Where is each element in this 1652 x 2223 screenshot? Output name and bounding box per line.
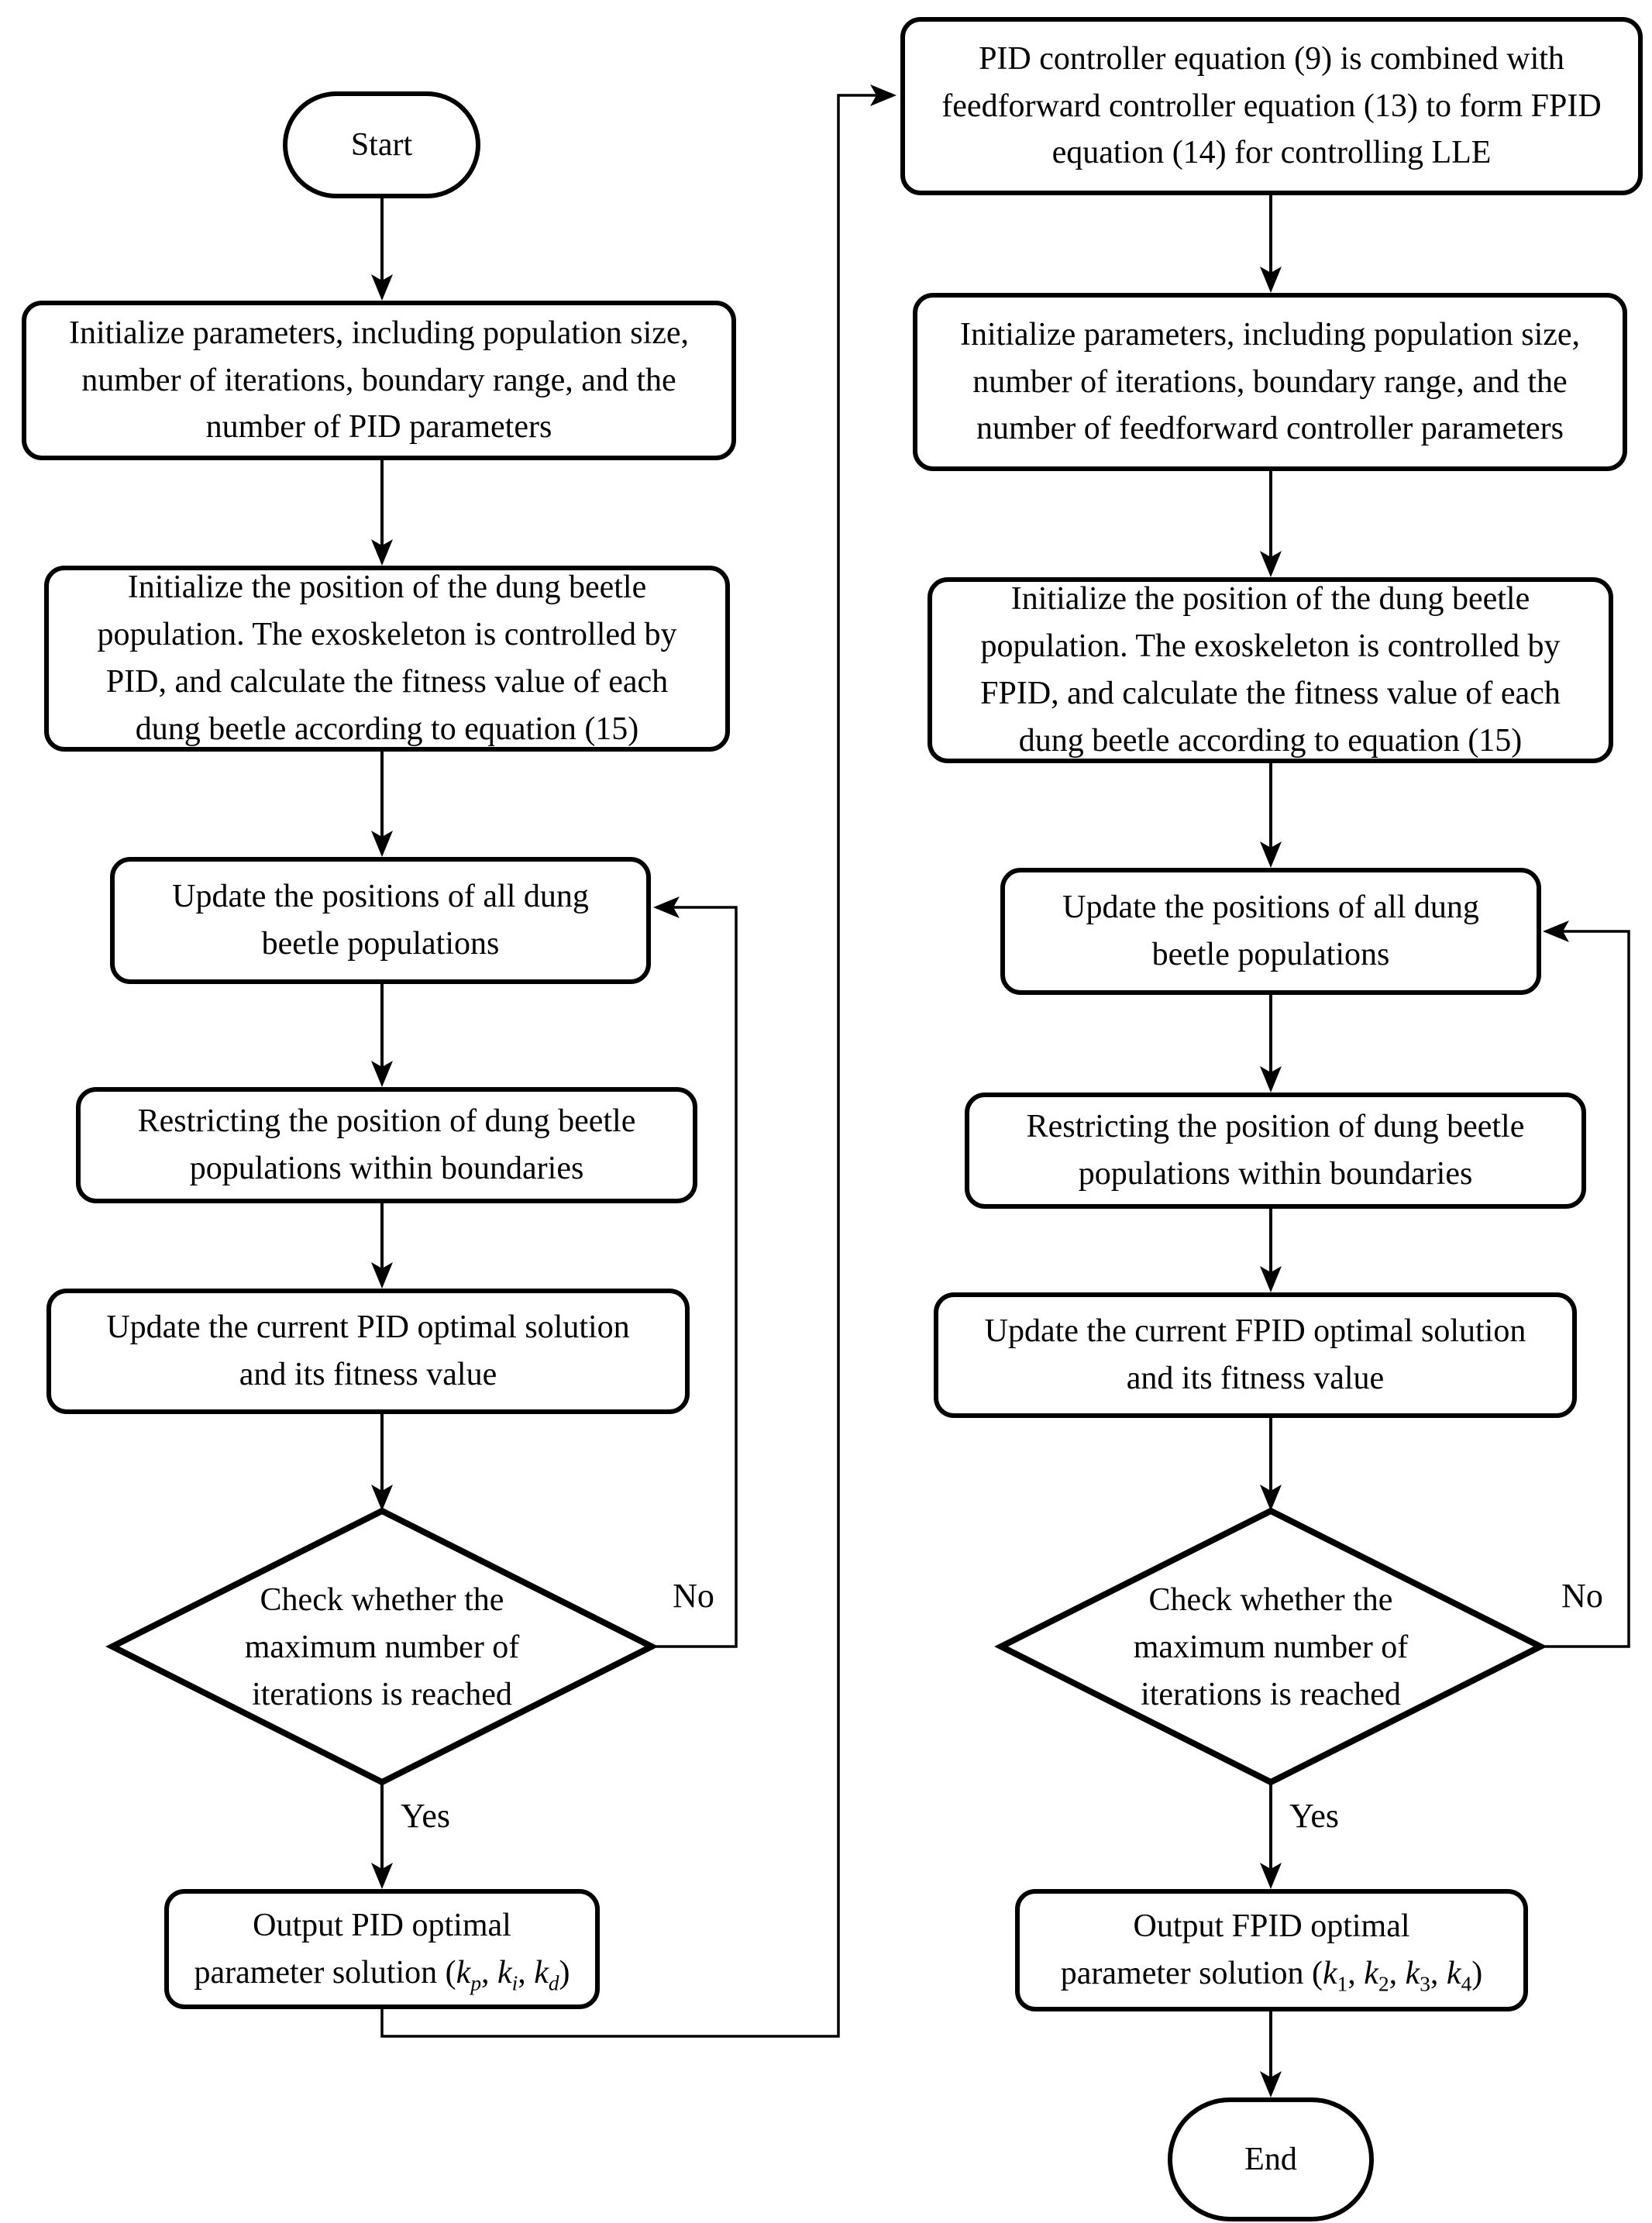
process-restrict-pid: Restricting the position of dung beetle … [76,1087,697,1203]
arrow-init-position-f-to-update-positions-f [1260,763,1282,868]
process-update-positions-fpid-text: Update the positions of all dung beetle … [1062,890,1479,972]
start-terminator: Start [283,91,480,198]
output-pid-sep2: , [518,1954,535,1991]
process-init-params-fpid: Initialize parameters, including populat… [913,293,1627,471]
output-fpid-sub4: 4 [1461,1972,1472,1996]
arrow-output-f-to-end [1260,2011,1282,2097]
process-restrict-fpid: Restricting the position of dung beetle … [965,1093,1586,1209]
arrow-update-positions-f-to-restrict-f [1260,995,1282,1093]
output-pid-line2: parameter solution (kp, ki, kd) [194,1949,570,1997]
label-yes-pid: Yes [401,1797,451,1835]
arrow-update-optimal-f-to-decision-f [1260,1418,1282,1511]
output-fpid-k2: k [1364,1956,1378,1991]
label-yes-fpid: Yes [1289,1797,1340,1835]
process-output-fpid: Output FPID optimal parameter solution (… [1015,1889,1528,2011]
output-pid-sep1: , [480,1954,497,1991]
arrow-decision-f-yes-to-output-f [1260,1782,1282,1889]
loop-no-fpid [1540,921,1630,1648]
output-fpid-sep1: , [1347,1956,1365,1991]
process-update-optimal-fpid-text: Update the current FPID optimal solution… [984,1313,1526,1396]
loop-no-pid [652,896,738,1648]
output-pid-suffix: ) [559,1954,570,1991]
end-label: End [1244,2141,1297,2177]
process-init-position-pid: Initialize the position of the dung beet… [44,566,730,752]
process-update-positions-fpid: Update the positions of all dung beetle … [1000,868,1541,995]
output-fpid-k3: k [1405,1956,1420,1991]
process-update-positions-pid: Update the positions of all dung beetle … [110,857,651,984]
output-fpid-sub3: 3 [1420,1972,1430,1996]
process-update-optimal-pid: Update the current PID optimal solution … [46,1289,690,1414]
output-fpid-sub2: 2 [1378,1972,1389,1996]
process-combine-fpid: PID controller equation (9) is combined … [900,17,1643,195]
output-fpid-sep2: , [1389,1956,1406,1991]
output-pid-prefix: parameter solution ( [194,1954,456,1991]
output-fpid-prefix: parameter solution ( [1060,1956,1323,1991]
output-pid-sub2: i [511,1970,518,1994]
process-restrict-pid-text: Restricting the position of dung beetle … [137,1103,636,1186]
arrow-init-params-to-init-position [371,460,393,566]
output-fpid-suffix: ) [1471,1956,1483,1991]
output-pid-k2: k [497,1954,512,1991]
output-fpid-k4: k [1446,1956,1461,1991]
output-fpid-k1: k [1322,1956,1337,1991]
arrow-decision-yes-to-output [371,1782,393,1889]
process-init-position-pid-text: Initialize the position of the dung beet… [97,570,677,747]
end-terminator: End [1168,2097,1374,2221]
arrow-combine-to-init-params-f [1260,195,1282,293]
output-fpid-sep3: , [1430,1956,1447,1991]
process-update-optimal-fpid: Update the current FPID optimal solution… [934,1292,1577,1418]
output-fpid-line2: parameter solution (k1, k2, k3, k4) [1061,1950,1482,1998]
process-init-position-fpid-text: Initialize the position of the dung beet… [980,581,1561,759]
process-restrict-fpid-text: Restricting the position of dung beetle … [1026,1109,1525,1192]
process-init-params-pid: Initialize parameters, including populat… [22,301,736,460]
arrow-update-optimal-to-decision [371,1414,393,1511]
decision-fpid-text: Check whether the maximum number of iter… [1133,1582,1409,1712]
arrow-restrict-to-update-optimal [371,1203,393,1289]
output-pid-k1: k [456,1954,471,1991]
output-pid-line1: Output PID optimal [253,1907,511,1943]
process-update-optimal-pid-text: Update the current PID optimal solution … [106,1309,630,1392]
process-output-pid: Output PID optimal parameter solution (k… [164,1889,600,2009]
output-fpid-line1: Output FPID optimal [1133,1908,1410,1945]
process-update-positions-pid-text: Update the positions of all dung beetle … [172,879,589,962]
connector-output-pid-to-combine [380,84,897,2038]
start-label: Start [350,126,413,163]
arrow-init-params-f-to-init-position-f [1260,471,1282,577]
output-pid-sub3: d [548,1970,559,1994]
arrow-update-positions-to-restrict [371,984,393,1087]
process-init-params-fpid-text: Initialize parameters, including populat… [959,316,1581,447]
label-no-fpid: No [1561,1577,1603,1615]
output-pid-sub1: p [470,1970,481,1994]
arrow-init-position-to-update-positions [371,752,393,857]
process-init-position-fpid: Initialize the position of the dung beet… [928,577,1613,763]
output-fpid-sub1: 1 [1337,1972,1348,1996]
output-pid-k3: k [534,1954,549,1991]
arrow-start-to-init-params [371,198,393,301]
label-no-pid: No [673,1577,714,1615]
arrow-restrict-f-to-update-optimal-f [1260,1209,1282,1292]
decision-pid-text: Check whether the maximum number of iter… [244,1582,520,1712]
process-init-params-pid-text: Initialize parameters, including populat… [68,315,690,446]
process-combine-fpid-text: PID controller equation (9) is combined … [941,40,1602,171]
